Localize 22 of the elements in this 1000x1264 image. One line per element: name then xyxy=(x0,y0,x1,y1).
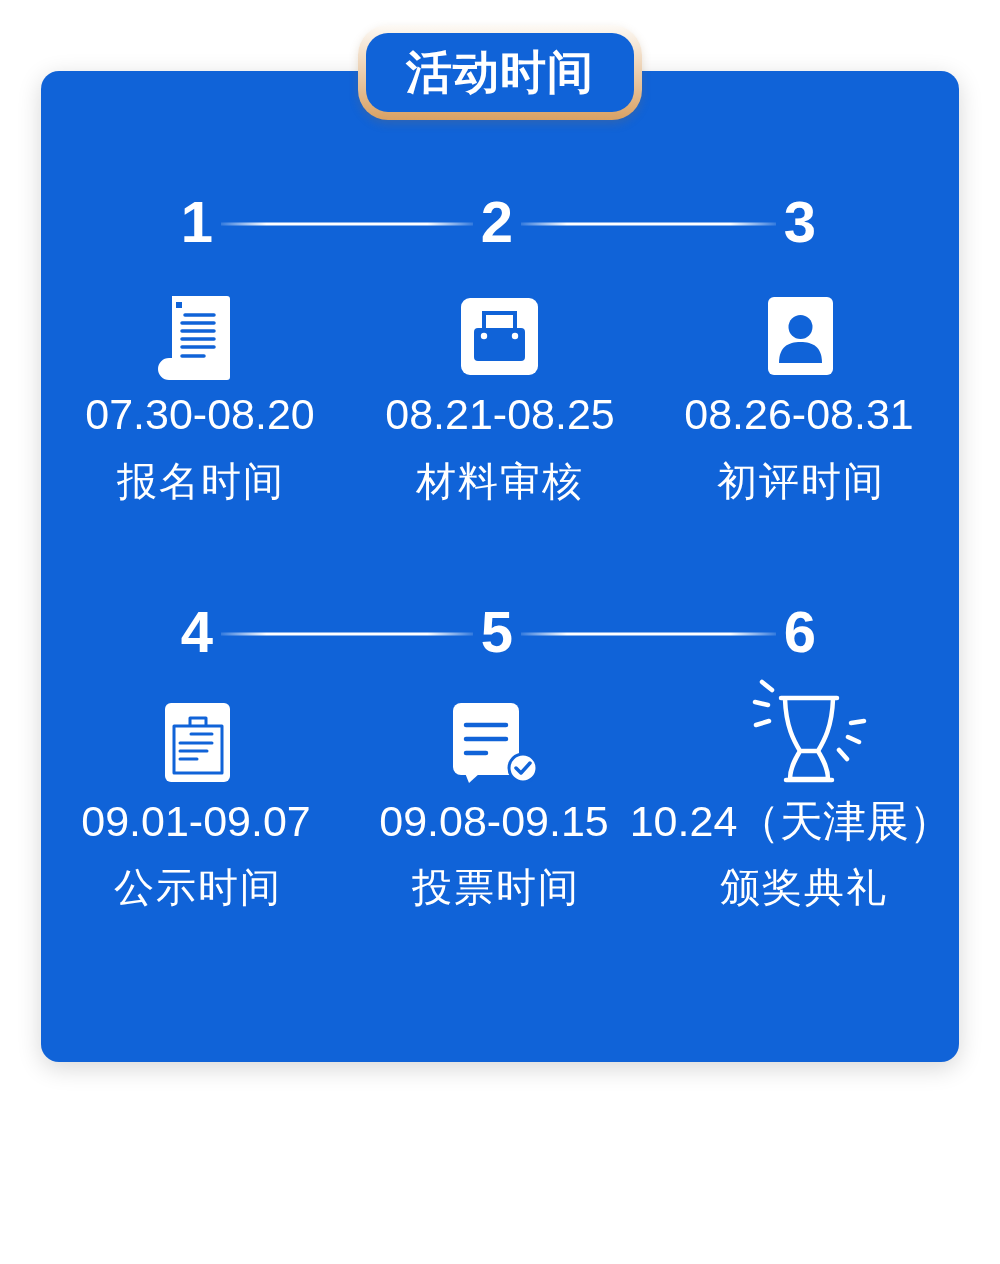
date-range: 09.08-09.15 xyxy=(379,799,609,845)
connector-line xyxy=(521,222,776,226)
step-number: 6 xyxy=(776,603,824,661)
stage-name: 公示时间 xyxy=(114,866,282,908)
step-number: 5 xyxy=(473,603,521,661)
date-range: 08.26-08.31 xyxy=(684,392,914,438)
connector-line xyxy=(521,632,776,636)
date-range: 08.21-08.25 xyxy=(385,392,615,438)
date-range: 07.30-08.20 xyxy=(85,392,315,438)
step-number: 4 xyxy=(173,603,221,661)
stage-name: 投票时间 xyxy=(412,866,580,908)
connector-line xyxy=(221,222,473,226)
stage-name: 颁奖典礼 xyxy=(720,866,888,908)
stage-name: 材料审核 xyxy=(416,460,584,502)
step-number: 3 xyxy=(776,193,824,251)
connector-line xyxy=(221,632,473,636)
step-number: 1 xyxy=(173,193,221,251)
stage-name: 报名时间 xyxy=(117,460,285,502)
date-range: 09.01-09.07 xyxy=(81,799,311,845)
step-number: 2 xyxy=(473,193,521,251)
date-range: 10.24（天津展） xyxy=(629,799,953,845)
stage-name: 初评时间 xyxy=(717,460,885,502)
